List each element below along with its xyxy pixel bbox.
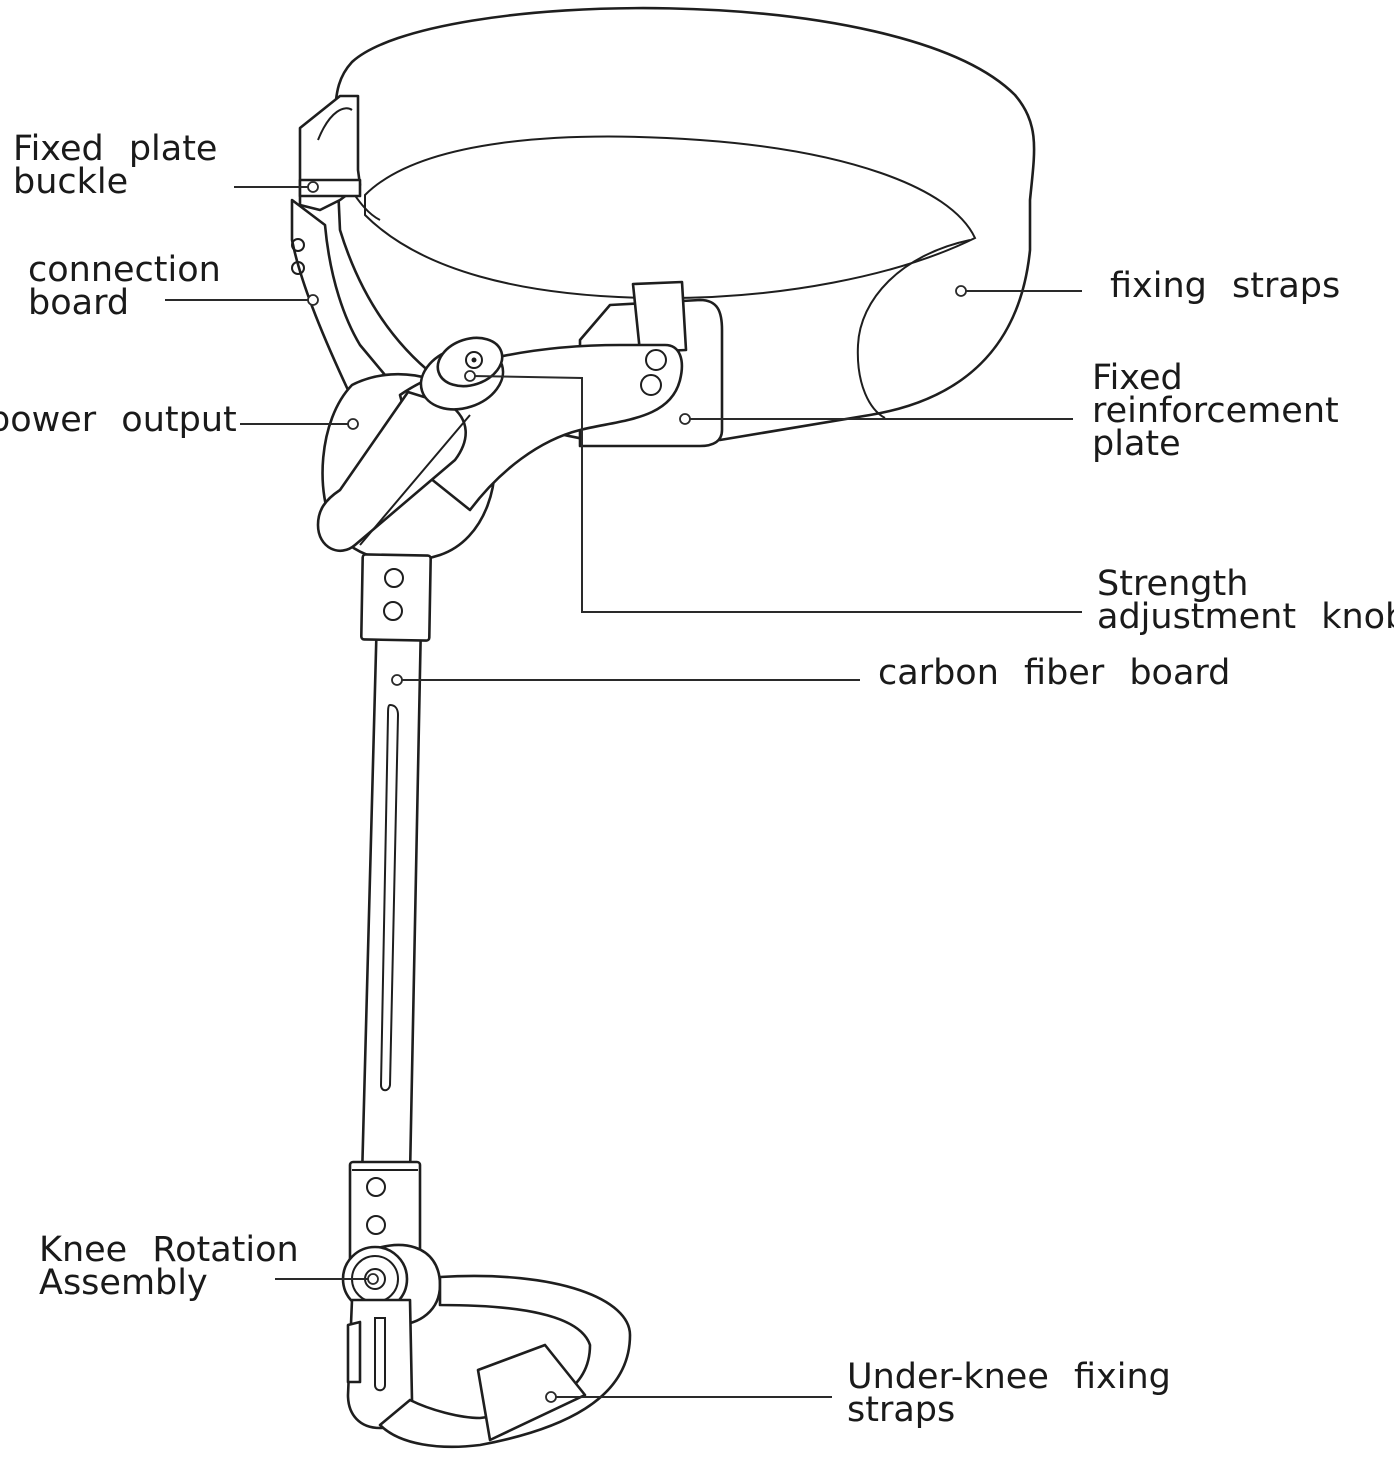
label-fixed-reinforcement-plate-line2: reinforcement — [1092, 391, 1339, 431]
fixed-plate-buckle — [298, 94, 362, 212]
label-connection-board: connection board — [28, 250, 221, 323]
knee-assembly — [341, 1160, 442, 1430]
under-knee-strap — [378, 1274, 632, 1449]
waist-belt — [333, 6, 1036, 442]
label-fixing-straps-line1: fixing straps — [1110, 266, 1341, 306]
label-power-output-line1: power output — [0, 400, 237, 440]
label-connection-board-line2: board — [28, 283, 130, 323]
label-knee-rotation-assembly-line1: Knee Rotation — [39, 1230, 299, 1270]
label-under-knee-fixing-straps-line2: straps — [847, 1390, 956, 1430]
label-fixed-plate-buckle-line1: Fixed plate — [13, 129, 218, 169]
label-strength-adjustment-knob: Strength adjustment knob — [1097, 564, 1394, 637]
label-fixed-plate-buckle-line2: buckle — [13, 162, 129, 202]
label-carbon-fiber-board-line1: carbon fiber board — [878, 653, 1231, 693]
label-fixing-straps: fixing straps — [1110, 266, 1341, 306]
label-under-knee-fixing-straps: Under-knee fixing straps — [847, 1357, 1171, 1430]
label-connection-board-line1: connection — [28, 250, 221, 290]
label-knee-rotation-assembly-line2: Assembly — [39, 1263, 208, 1303]
label-fixed-plate-buckle: Fixed plate buckle — [13, 129, 218, 202]
label-under-knee-fixing-straps-line1: Under-knee fixing — [847, 1357, 1171, 1397]
label-fixed-reinforcement-plate: Fixed reinforcement plate — [1092, 358, 1339, 464]
label-fixed-reinforcement-plate-line3: plate — [1092, 424, 1181, 464]
strength-knob — [419, 336, 505, 411]
carbon-fiber-bar — [360, 553, 432, 1180]
label-strength-adjustment-knob-line2: adjustment knob — [1097, 597, 1394, 637]
label-carbon-fiber-board: carbon fiber board — [878, 653, 1231, 693]
label-fixed-reinforcement-plate-line1: Fixed — [1092, 358, 1183, 398]
label-strength-adjustment-knob-line1: Strength — [1097, 564, 1249, 604]
label-knee-rotation-assembly: Knee Rotation Assembly — [39, 1230, 299, 1303]
label-power-output: power output — [0, 400, 237, 440]
leader-lines — [165, 181, 1082, 1403]
